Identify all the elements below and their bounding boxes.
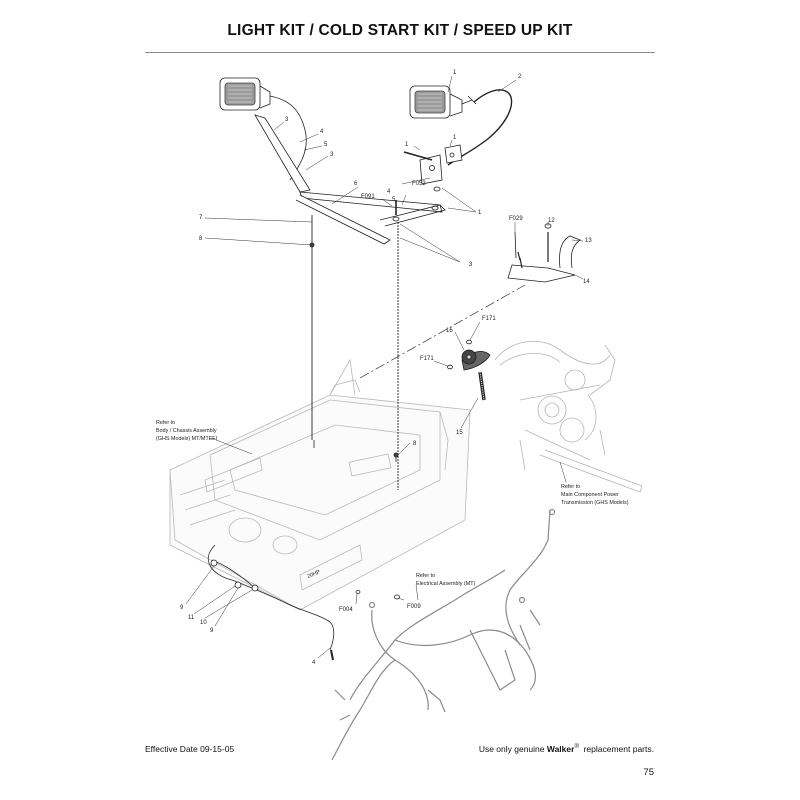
callout-2: 2 xyxy=(518,74,522,80)
light-kit xyxy=(219,77,513,490)
registered-mark: ® xyxy=(574,744,579,751)
callout-10: 10 xyxy=(200,620,207,626)
callout-12: 12 xyxy=(548,218,555,224)
callout-1: 1 xyxy=(453,135,457,141)
electrical-harness xyxy=(331,508,556,761)
leader-lines xyxy=(185,75,584,659)
notice-post: replacement parts. xyxy=(583,744,654,754)
left-work-light xyxy=(219,77,271,111)
callout-1: 1 xyxy=(453,70,457,76)
reference-notes: Refer to Body / Chassis Assembly (GHS Mo… xyxy=(156,420,629,587)
engine-marking: 20HP xyxy=(307,569,322,580)
notice-pre: Use only genuine xyxy=(478,744,545,754)
callout-11: 11 xyxy=(188,615,195,621)
light-switch-harness xyxy=(208,544,400,661)
effective-date: Effective Date 09-15-05 xyxy=(145,744,235,754)
callout-8: 8 xyxy=(199,236,203,242)
brand-name: Walker xyxy=(546,744,575,754)
ref-body-line3: (GHS Models) MT/MTEFI xyxy=(156,436,217,442)
callout-1: 1 xyxy=(405,142,409,148)
callout-4: 4 xyxy=(312,660,316,666)
ref-elec-line2: Electrical Assembly (MT) xyxy=(416,581,476,587)
callout-F009: F009 xyxy=(407,604,421,610)
ref-power-line3: Transmission (GHS Models) xyxy=(561,500,629,506)
ref-body-line2: Body / Chassis Assembly xyxy=(156,428,217,434)
callout-4: 4 xyxy=(387,189,391,195)
right-work-light xyxy=(409,85,477,119)
callout-9: 9 xyxy=(180,605,184,611)
page-number: 75 xyxy=(643,767,654,778)
callout-F052: F052 xyxy=(412,181,426,187)
genuine-parts-notice: Use only genuine Walker® replacement par… xyxy=(479,744,654,754)
callout-F171: F171 xyxy=(420,356,434,362)
ref-power-line1: Refer to xyxy=(561,484,580,490)
ref-power-line2: Main Component Power xyxy=(561,492,619,498)
callout-3: 3 xyxy=(330,152,334,158)
callout-9: 9 xyxy=(210,628,214,634)
callout-3: 3 xyxy=(469,262,473,268)
callout-15: 15 xyxy=(456,430,463,436)
callout-F171: F171 xyxy=(482,316,496,322)
ref-body-line1: Refer to xyxy=(156,420,175,426)
title-rule xyxy=(145,52,655,53)
callout-5: 5 xyxy=(392,197,396,203)
callout-labels: 1 2 3 4 5 3 1 1 6 F052 4 5 F091 1 7 8 3 … xyxy=(180,70,592,666)
chassis-body xyxy=(169,358,471,611)
transmission-assembly xyxy=(494,341,643,493)
callout-5: 5 xyxy=(324,142,328,148)
callout-3: 3 xyxy=(285,117,289,123)
callout-F004: F004 xyxy=(339,607,353,613)
phantom-line xyxy=(359,284,526,379)
callout-6: 6 xyxy=(354,181,358,187)
callout-16: 16 xyxy=(446,328,453,334)
speed-up-kit xyxy=(447,223,581,401)
callout-8: 8 xyxy=(413,441,417,447)
callout-F091: F091 xyxy=(361,194,375,200)
callout-F029: F029 xyxy=(509,216,523,222)
callout-1: 1 xyxy=(478,210,482,216)
callout-4: 4 xyxy=(320,129,324,135)
callout-7: 7 xyxy=(199,215,203,221)
callout-14: 14 xyxy=(583,279,590,285)
callout-13: 13 xyxy=(585,238,592,244)
ref-elec-line1: Refer to xyxy=(416,573,435,579)
page-title: LIGHT KIT / COLD START KIT / SPEED UP KI… xyxy=(227,22,573,39)
